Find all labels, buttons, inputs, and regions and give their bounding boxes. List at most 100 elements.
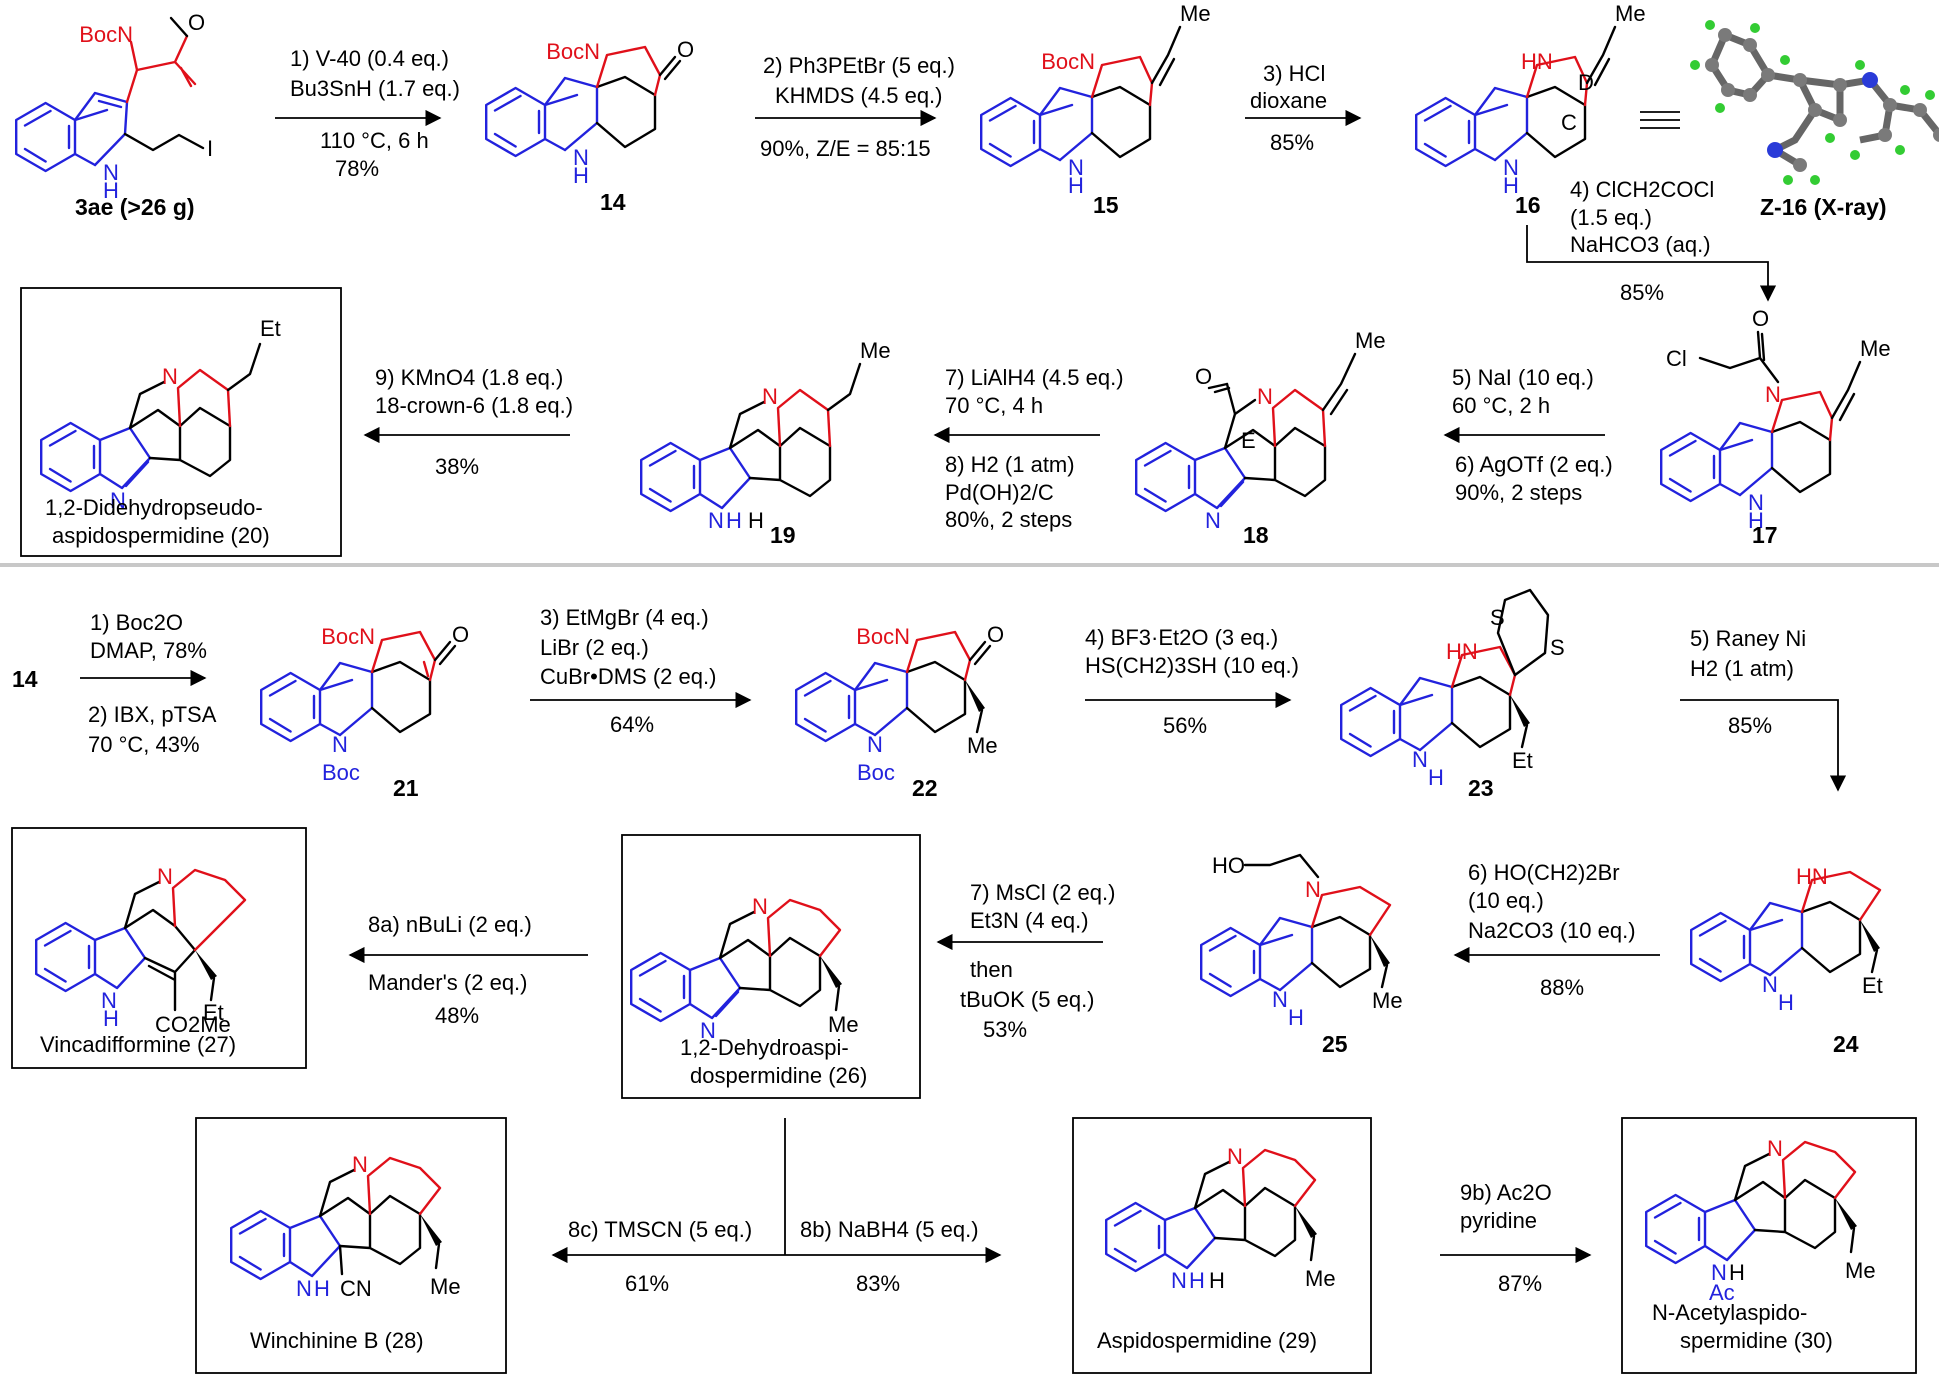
svg-text:110 °C, 6 h: 110 °C, 6 h (320, 128, 429, 153)
svg-text:4) ClCH2COCl: 4) ClCH2COCl (1570, 177, 1714, 202)
label-19: 19 (770, 522, 796, 548)
reagents-b8b: 8b) NaBH4 (5 eq.) 83% (800, 1217, 979, 1296)
label-20-line1: 1,2-Didehydropseudo- (45, 495, 263, 520)
svg-text:O: O (677, 37, 694, 62)
svg-text:N: N (1272, 987, 1288, 1012)
svg-text:(1.5 eq.): (1.5 eq.) (1570, 205, 1652, 230)
svg-text:9b) Ac2O: 9b) Ac2O (1460, 1180, 1552, 1205)
compound-15: BocN Me N H (980, 1, 1211, 198)
svg-text:85%: 85% (1270, 130, 1314, 155)
label-30-line1: N-Acetylaspido- (1652, 1300, 1807, 1325)
label-15: 15 (1093, 192, 1119, 218)
svg-text:53%: 53% (983, 1017, 1027, 1042)
product-box-26 (621, 834, 921, 1099)
svg-text:Me: Me (1305, 1266, 1336, 1291)
svg-text:C: C (1561, 110, 1577, 135)
reagents-b4: 4) BF3·Et2O (3 eq.) HS(CH2)3SH (10 eq.) … (1085, 625, 1299, 738)
svg-text:HS(CH2)3SH (10 eq.): HS(CH2)3SH (10 eq.) (1085, 653, 1299, 678)
svg-text:Et: Et (203, 1000, 224, 1025)
label-17: 17 (1752, 522, 1778, 548)
label-23: 23 (1468, 775, 1494, 801)
svg-text:61%: 61% (625, 1271, 669, 1296)
svg-text:H2 (1 atm): H2 (1 atm) (1690, 656, 1794, 681)
svg-text:48%: 48% (435, 1003, 479, 1028)
compound-30: N Me N H Ac (1644, 1136, 1876, 1305)
svg-text:90%, 2 steps: 90%, 2 steps (1455, 480, 1582, 505)
svg-text:N: N (1503, 155, 1519, 180)
svg-text:5) Raney Ni: 5) Raney Ni (1690, 626, 1806, 651)
svg-text:Me: Me (967, 733, 998, 758)
svg-text:H: H (726, 508, 742, 533)
svg-text:1) Boc2O: 1) Boc2O (90, 610, 183, 635)
compound-26: N Me N (630, 894, 859, 1043)
svg-text:8c) TMSCN (5 eq.): 8c) TMSCN (5 eq.) (568, 1217, 752, 1242)
product-box-28 (195, 1117, 507, 1374)
svg-text:H: H (314, 1276, 330, 1301)
svg-text:CO2Me: CO2Me (155, 1012, 231, 1037)
svg-text:Et3N (4 eq.): Et3N (4 eq.) (970, 908, 1089, 933)
svg-text:Boc: Boc (857, 760, 895, 785)
compound-3ae: BocN O N H I (15, 10, 213, 203)
svg-text:6) HO(CH2)2Br: 6) HO(CH2)2Br (1468, 860, 1620, 885)
svg-text:80%, 2 steps: 80%, 2 steps (945, 507, 1072, 532)
svg-text:N: N (762, 384, 778, 409)
oxygen-label: O (188, 10, 205, 35)
compound-14: BocN O N H (485, 37, 694, 188)
reagents-b1-2: 1) Boc2O DMAP, 78% 2) IBX, pTSA 70 °C, 4… (88, 610, 217, 757)
label-25: 25 (1322, 1031, 1348, 1057)
svg-text:H: H (1068, 173, 1084, 198)
svg-text:BocN: BocN (856, 624, 910, 649)
svg-text:LiBr (2 eq.): LiBr (2 eq.) (540, 635, 649, 660)
label-20-line2: aspidospermidine (20) (52, 523, 270, 548)
svg-text:H: H (1189, 1268, 1205, 1293)
svg-text:KHMDS (4.5 eq.): KHMDS (4.5 eq.) (775, 83, 943, 108)
svg-text:N: N (752, 894, 768, 919)
svg-text:E: E (1241, 428, 1256, 453)
svg-text:NaHCO3 (aq.): NaHCO3 (aq.) (1570, 232, 1711, 257)
svg-text:H: H (1209, 1268, 1225, 1293)
svg-text:60 °C, 2 h: 60 °C, 2 h (1452, 393, 1550, 418)
compound-22: BocN O Me N Boc (795, 622, 1004, 785)
svg-text:Et: Et (1862, 973, 1883, 998)
svg-text:(10 eq.): (10 eq.) (1468, 888, 1544, 913)
svg-text:8a) nBuLi (2 eq.): 8a) nBuLi (2 eq.) (368, 912, 532, 937)
svg-text:O: O (987, 622, 1004, 647)
reagents-step5-6: 5) NaI (10 eq.) 60 °C, 2 h 6) AgOTf (2 e… (1452, 365, 1613, 505)
svg-text:6) AgOTf (2 eq.): 6) AgOTf (2 eq.) (1455, 452, 1613, 477)
svg-text:H: H (1428, 765, 1444, 790)
arrow-b5 (1680, 699, 1847, 792)
svg-text:N: N (332, 732, 348, 757)
svg-text:BocN: BocN (321, 624, 375, 649)
label-22: 22 (912, 775, 938, 801)
svg-text:S: S (1490, 605, 1505, 630)
svg-text:N: N (1412, 747, 1428, 772)
svg-text:Et: Et (260, 316, 281, 341)
reagents-step3: 3) HCl dioxane 85% (1250, 61, 1327, 155)
label-27: Vincadifformine (27) (40, 1032, 236, 1057)
svg-text:HN: HN (1796, 864, 1828, 889)
svg-text:Pd(OH)2/C: Pd(OH)2/C (945, 480, 1054, 505)
svg-text:N: N (573, 145, 589, 170)
svg-text:Bu3SnH (1.7 eq.): Bu3SnH (1.7 eq.) (290, 76, 460, 101)
svg-text:9) KMnO4 (1.8 eq.): 9) KMnO4 (1.8 eq.) (375, 365, 563, 390)
svg-text:7) LiAlH4 (4.5 eq.): 7) LiAlH4 (4.5 eq.) (945, 365, 1124, 390)
label-24: 24 (1833, 1031, 1859, 1057)
svg-text:pyridine: pyridine (1460, 1208, 1537, 1233)
label-26-line2: dospermidine (26) (690, 1063, 867, 1088)
svg-text:2) IBX, pTSA: 2) IBX, pTSA (88, 702, 217, 727)
svg-text:38%: 38% (435, 454, 479, 479)
svg-text:N: N (1305, 877, 1321, 902)
svg-text:8) H2 (1 atm): 8) H2 (1 atm) (945, 452, 1075, 477)
svg-text:N: N (700, 1018, 716, 1043)
svg-text:56%: 56% (1163, 713, 1207, 738)
svg-text:CN: CN (340, 1276, 372, 1301)
svg-text:N: N (101, 988, 117, 1013)
svg-text:H: H (1729, 1260, 1745, 1285)
svg-text:Me: Me (1372, 988, 1403, 1013)
svg-text:Me: Me (430, 1274, 461, 1299)
product-box-27 (11, 827, 307, 1069)
compound-20: N Et N (40, 316, 281, 513)
label-16: 16 (1515, 192, 1541, 218)
svg-text:H: H (1778, 990, 1794, 1015)
